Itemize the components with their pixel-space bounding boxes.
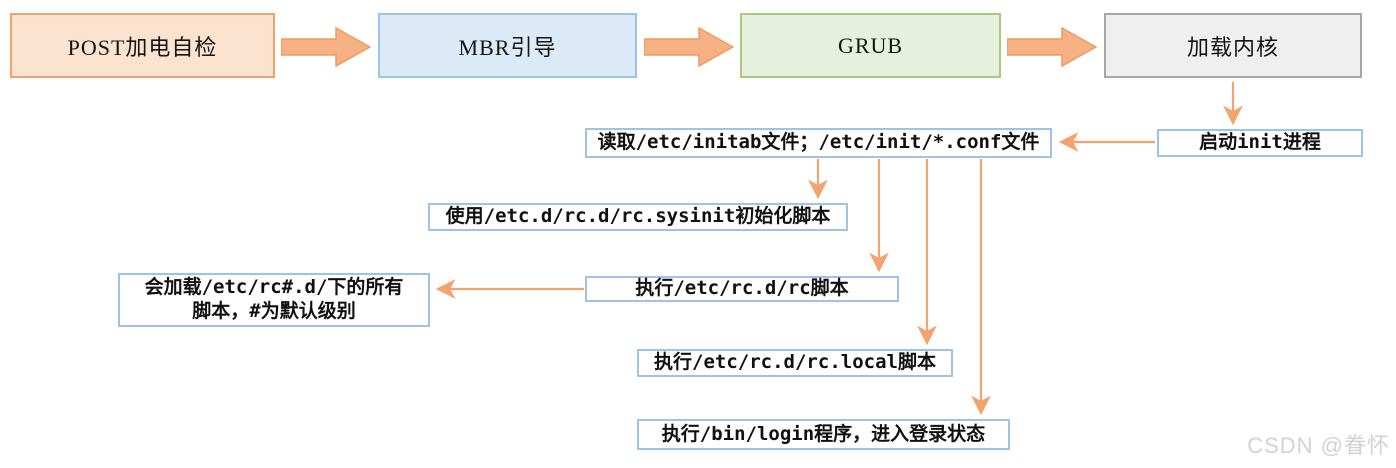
block-arrow-mbr-to-grub-icon <box>644 27 734 67</box>
stage-post-label: POST加电自检 <box>67 34 218 60</box>
step-run-rc-box: 执行/etc/rc.d/rc脚本 <box>585 276 899 302</box>
step-bin-login-label: 执行/bin/login程序，进入登录状态 <box>661 422 986 445</box>
stage-post-box: POST加电自检 <box>10 13 275 78</box>
step-rc-local-label: 执行/etc/rc.d/rc.local脚本 <box>654 351 936 374</box>
step-run-rc-label: 执行/etc/rc.d/rc脚本 <box>635 277 849 300</box>
stage-grub-label: GRUB <box>837 32 904 58</box>
step-start-init-label: 启动init进程 <box>1199 131 1321 154</box>
stage-mbr-box: MBR引导 <box>378 13 637 78</box>
step-load-rcd-line2: 脚本，#为默认级别 <box>192 300 356 322</box>
step-bin-login-box: 执行/bin/login程序，进入登录状态 <box>637 419 1010 450</box>
step-load-rcd-box: 会加载/etc/rc#.d/下的所有 脚本，#为默认级别 <box>118 273 430 327</box>
block-arrow-grub-to-kernel-icon <box>1007 27 1097 67</box>
block-arrow-post-to-mbr-icon <box>281 27 371 67</box>
step-rc-local-box: 执行/etc/rc.d/rc.local脚本 <box>637 349 953 377</box>
step-read-initab-box: 读取/etc/initab文件；/etc/init/*.conf文件 <box>585 128 1052 158</box>
stage-kernel-label: 加载内核 <box>1186 34 1279 60</box>
csdn-watermark: CSDN @眷怀 <box>1247 433 1390 458</box>
step-read-initab-label: 读取/etc/initab文件；/etc/init/*.conf文件 <box>597 131 1040 154</box>
stage-mbr-label: MBR引导 <box>458 34 557 60</box>
step-start-init-box: 启动init进程 <box>1157 129 1363 157</box>
stage-grub-box: GRUB <box>740 13 1001 78</box>
step-rc-sysinit-label: 使用/etc.d/rc.d/rc.sysinit初始化脚本 <box>445 205 831 228</box>
step-rc-sysinit-box: 使用/etc.d/rc.d/rc.sysinit初始化脚本 <box>428 203 848 231</box>
step-load-rcd-line1: 会加载/etc/rc#.d/下的所有 <box>144 276 404 299</box>
stage-kernel-box: 加载内核 <box>1104 13 1362 78</box>
